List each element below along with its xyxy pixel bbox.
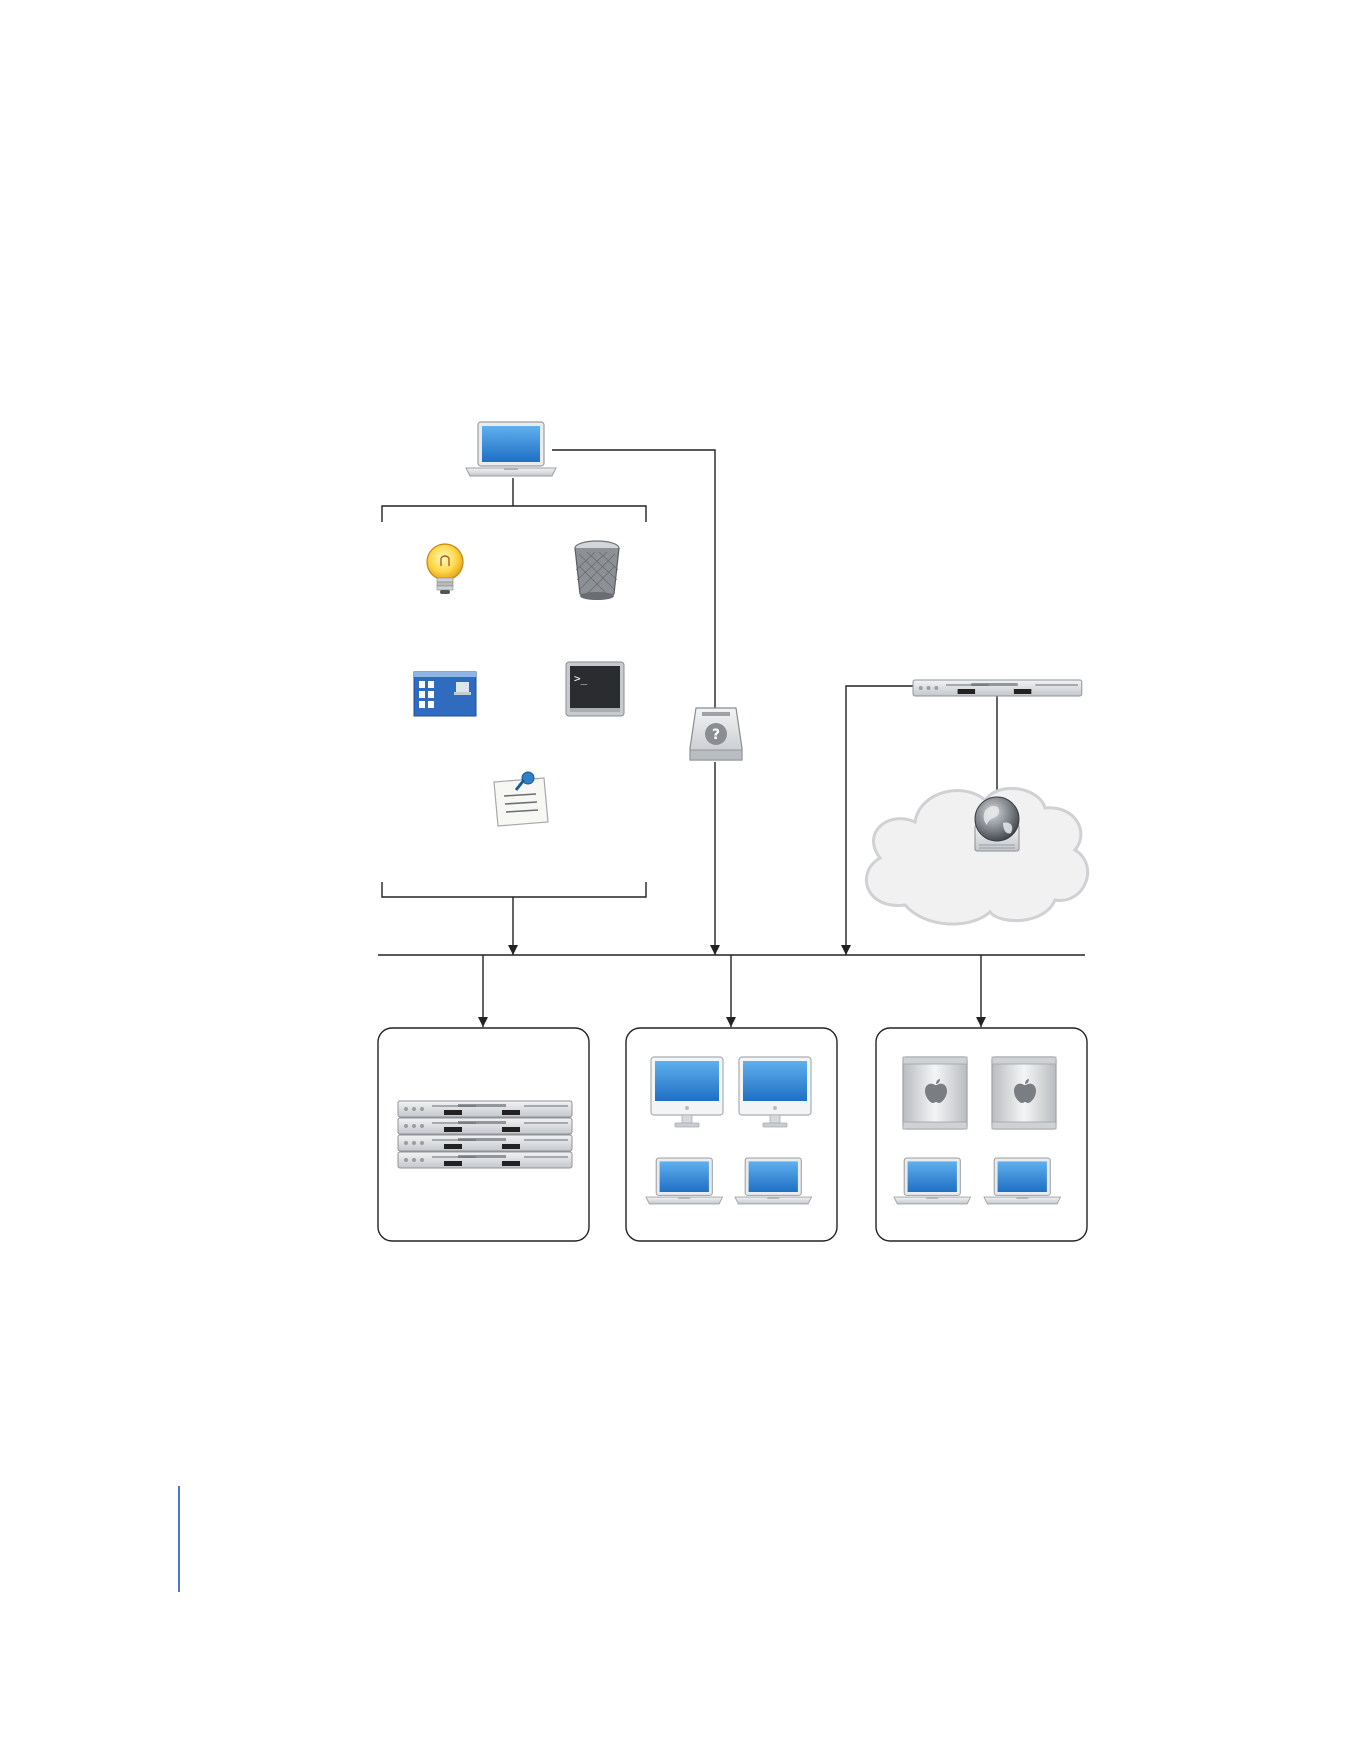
note-with-pin-icon [493, 771, 549, 827]
rack-server-icon [912, 679, 1083, 697]
globe-server-icon [974, 796, 1020, 852]
tools-bracket-bottom [381, 882, 647, 898]
svg-text:?: ? [712, 727, 720, 743]
hard-drive-question-icon: ? [689, 707, 743, 761]
client-group-2-frame [625, 1027, 838, 1242]
imac-icon [738, 1056, 812, 1128]
laptop-icon [645, 1157, 724, 1205]
internet-cloud [864, 786, 1090, 926]
laptop-icon [465, 421, 557, 477]
client-group-2 [645, 1056, 813, 1205]
svg-text:>_: >_ [574, 672, 588, 685]
rack-server-icon [397, 1134, 573, 1152]
line-netboot-server-to-network [841, 685, 913, 955]
rack-server-icon [397, 1151, 573, 1169]
page-margin-rule [178, 1486, 180, 1592]
laptop-icon [983, 1157, 1062, 1205]
mac-pro-icon [991, 1056, 1057, 1130]
trash-can-icon [574, 540, 620, 600]
tools-bracket-top [381, 505, 647, 522]
client-group-1 [397, 1100, 573, 1169]
client-group-3-frame [875, 1027, 1088, 1242]
client-group-1-frame [377, 1027, 590, 1242]
line-admin-to-image-source [552, 449, 716, 708]
lightbulb-icon [426, 543, 464, 594]
terminal-icon: >_ [565, 661, 625, 717]
rack-server-icon [397, 1100, 573, 1118]
mac-pro-icon [902, 1056, 968, 1130]
laptop-icon [734, 1157, 813, 1205]
rack-server-icon [397, 1117, 573, 1135]
laptop-icon [893, 1157, 972, 1205]
finder-window-icon [413, 671, 477, 717]
connector-lines [378, 449, 1085, 1027]
client-group-3 [893, 1056, 1062, 1205]
imac-icon [650, 1056, 724, 1128]
